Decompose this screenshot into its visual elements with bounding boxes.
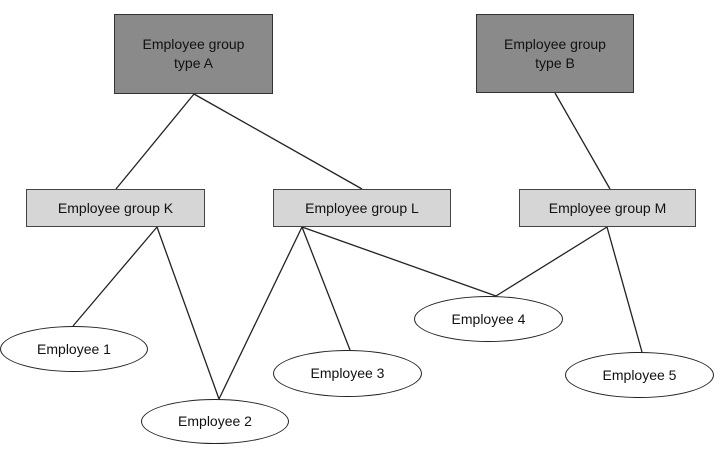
edge-group-l-to-employee-2: [218, 226, 303, 400]
employee-5-node: Employee 5: [565, 352, 714, 398]
edge-group-type-b-to-group-m: [554, 92, 611, 190]
edge-group-m-to-employee-4: [495, 226, 608, 297]
edge-group-m-to-employee-5: [606, 226, 643, 353]
group-type-a-box: Employee group type A: [114, 14, 273, 94]
edge-group-type-a-to-group-l: [193, 93, 363, 190]
group-l-box: Employee group L: [273, 189, 451, 227]
edge-group-k-to-employee-1: [72, 226, 158, 327]
edge-group-type-a-to-group-k: [115, 93, 195, 190]
employee-1-node: Employee 1: [0, 326, 148, 372]
edge-group-l-to-employee-4: [301, 226, 497, 297]
employee-2-node: Employee 2: [141, 399, 289, 444]
edge-group-k-to-employee-2: [156, 226, 220, 400]
employee-3-node: Employee 3: [273, 350, 422, 397]
edge-group-l-to-employee-3: [301, 226, 351, 351]
group-k-box: Employee group K: [26, 189, 205, 227]
employee-4-node: Employee 4: [414, 296, 563, 342]
group-m-box: Employee group M: [519, 189, 696, 227]
group-type-b-box: Employee group type B: [476, 14, 634, 93]
